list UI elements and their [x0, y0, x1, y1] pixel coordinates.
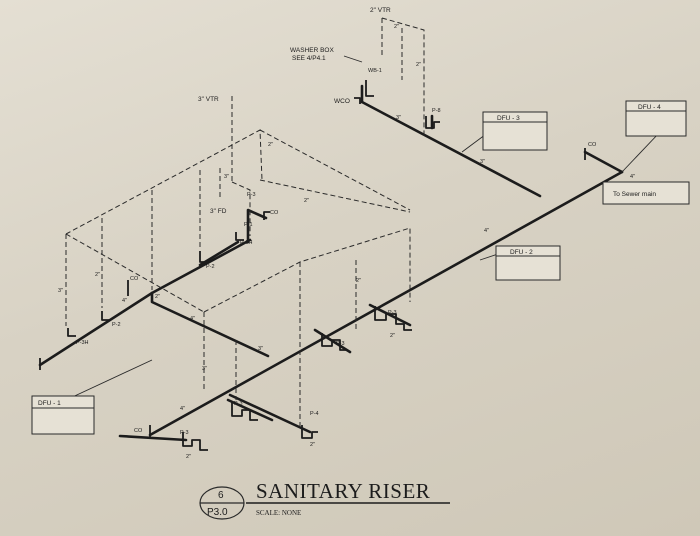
size-4in-c: 4" [180, 406, 185, 412]
fixture-p3-d: P-3 [388, 310, 397, 316]
diagram-title: SANITARY RISER [256, 479, 430, 503]
washer-note-1: WASHER BOX [290, 47, 334, 54]
size-2in-c: 2" [268, 142, 273, 148]
mid-riser [150, 238, 252, 295]
washer-note-2: SEE 4/P4.1 [292, 55, 326, 62]
lower-branch-diag [228, 393, 312, 434]
vent-network-upper [199, 96, 251, 250]
size-2in-f: 2" [304, 198, 309, 204]
size-2in-a: 2" [155, 294, 160, 300]
co-label-mid: CO [270, 210, 279, 216]
fixture-p3h-left: P-3H [76, 340, 89, 346]
trap-p3-mid [321, 333, 346, 351]
dfu-2-label: DFU - 2 [510, 249, 533, 256]
size-4in-d: 4" [190, 316, 195, 322]
main-building-drain [148, 170, 624, 437]
stack-up-fd [246, 208, 268, 244]
sewer-label: To Sewer main [613, 191, 656, 198]
vent-label-2in: 2" VTR [370, 7, 391, 14]
co-label-lower: CO [134, 428, 143, 434]
leader-dfu1 [65, 359, 153, 401]
fixture-p2-left: P-2 [112, 322, 121, 328]
size-2in-h: 2" [310, 442, 315, 448]
trap-p3-lower [231, 401, 258, 421]
fixture-p8: P-8 [432, 108, 441, 114]
fixture-p3-b: P-3 [234, 401, 243, 407]
vent-network-mid [203, 227, 411, 430]
size-3in-a: 3" [224, 174, 229, 180]
size-2in-b: 2" [95, 272, 100, 278]
dfu-4-label: DFU - 4 [638, 104, 661, 111]
fixture-p3-e: P-3 [247, 192, 256, 198]
leader-washer [343, 55, 363, 63]
vent-label-3in: 3" VTR [198, 96, 219, 103]
trap-p3h-mid [235, 232, 244, 241]
trap-p8 [425, 116, 440, 129]
fixture-p2-mid: P-2 [206, 264, 215, 270]
size-2in-e: 2" [416, 62, 421, 68]
detail-number: 6 [218, 490, 224, 501]
dfu-box-4: DFU - 4 [625, 100, 687, 137]
co-label-right: CO [588, 142, 597, 148]
fixture-p4-lower: P-4 [310, 411, 319, 417]
left-vertical-stack [150, 291, 270, 358]
size-3in-d: 3" [258, 346, 263, 352]
fixture-p3-a: P-3 [180, 430, 189, 436]
right-branch-2 [368, 303, 412, 327]
title-block: 6 P3.0 SANITARY RISER SCALE: NONE [199, 479, 450, 520]
leader-dfu4 [621, 131, 661, 173]
size-2in-d: 2" [394, 24, 399, 30]
size-4in-e: 4" [122, 298, 127, 304]
fixture-p3h-mid: P-3H [240, 240, 253, 246]
vent-network-diag [65, 129, 411, 392]
size-3in-f: 3" [58, 288, 63, 294]
trap-washer [365, 80, 374, 97]
lower-branch-left [118, 434, 188, 442]
dfu-box-2: DFU - 2 [495, 245, 561, 281]
fixture-wb1: WB-1 [368, 68, 382, 74]
size-3in-c: 3" [480, 159, 485, 165]
trap-p3-right [374, 306, 412, 331]
size-3in-b: 3" [396, 115, 401, 121]
cleanout-mid [263, 211, 270, 220]
size-4in-b: 4" [630, 174, 635, 180]
trap-p3-left [182, 432, 208, 451]
size-2in-i: 2" [390, 333, 395, 339]
vent-2in-vtr [381, 17, 425, 136]
dfu-box-3: DFU - 3 [482, 111, 548, 151]
wco-label: WCO [334, 98, 350, 105]
size-4in-a: 4" [484, 228, 489, 234]
fixture-p3-c: P-3 [336, 341, 345, 347]
sheet-number: P3.0 [207, 507, 228, 518]
fixture-p1: P-1 [244, 222, 253, 228]
trap-p2-left [101, 311, 110, 321]
sewer-main-box: To Sewer main [602, 181, 690, 205]
upper-branch-line [360, 100, 542, 198]
trap-p3h-left [67, 328, 76, 337]
dfu-box-1: DFU - 1 [31, 395, 95, 435]
size-2in-g: 2" [186, 454, 191, 460]
wco-mark [354, 97, 361, 104]
fd-label: 3" FD [210, 208, 227, 215]
sewer-stub [583, 150, 624, 174]
size-2in-j: 2" [356, 278, 361, 284]
trap-p4-lower [301, 425, 318, 439]
size-3in-e: 3" [202, 366, 207, 372]
scale-note: SCALE: NONE [256, 509, 301, 517]
trap-p2-mid [199, 251, 208, 263]
left-branch-line [38, 291, 154, 367]
co-label-left: CO [130, 276, 139, 282]
dfu-1-label: DFU - 1 [38, 400, 61, 407]
dfu-3-label: DFU - 3 [497, 115, 520, 122]
